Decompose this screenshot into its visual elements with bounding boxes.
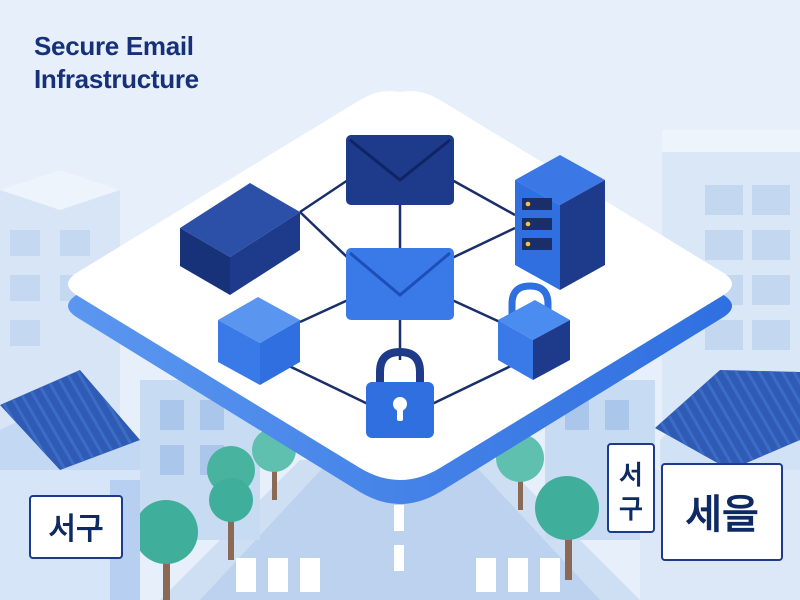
title-line-1: Secure Email [34, 31, 194, 61]
right-sign-main-text: 세을 [685, 492, 759, 538]
tree [207, 446, 255, 560]
building-left-back [0, 170, 120, 440]
building-front-right: 서 구 세을 [607, 370, 800, 600]
tree [134, 500, 198, 600]
street-sign-right-main: 세을 [661, 463, 783, 561]
padlock-icon [498, 282, 570, 380]
left-sign-text: 서구 [48, 512, 103, 547]
right-sign-vertical-top: 서 [619, 461, 643, 491]
network-connections [259, 178, 541, 407]
padlock-icon [366, 347, 434, 438]
right-sign-vertical-bottom: 구 [619, 495, 643, 525]
envelope-icon [346, 135, 454, 205]
page-title: Secure Email Infrastructure [34, 30, 199, 96]
envelope-icon [346, 248, 454, 320]
title-line-2: Infrastructure [34, 64, 199, 94]
building-front-left: 서구 [0, 370, 140, 600]
street-sign-right-vertical: 서 구 [607, 443, 655, 533]
street-sign-left: 서구 [29, 495, 123, 559]
server-rack-icon [515, 155, 605, 290]
cube-icon [218, 297, 300, 385]
database-block-icon [180, 183, 300, 295]
tree [535, 476, 599, 580]
